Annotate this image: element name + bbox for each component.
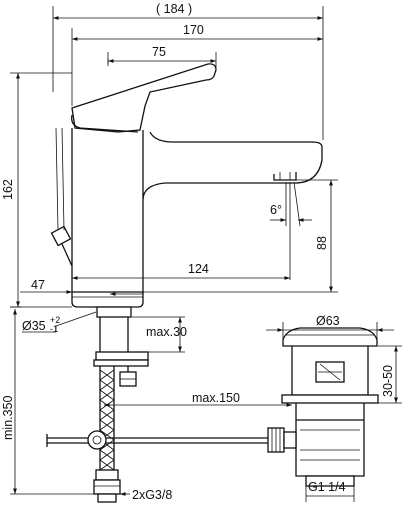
waste-valve — [267, 327, 379, 487]
waste-range-label: 30-50 — [381, 365, 395, 397]
connection-label: 2xG3/8 — [132, 488, 172, 502]
hole-diameter-sup: +2 — [50, 315, 60, 325]
waste-diameter-label: Ø63 — [316, 314, 340, 328]
hole-diameter-sub: -1 — [50, 324, 58, 334]
min-length-label: min.350 — [1, 395, 15, 440]
hole-diameter-label: Ø35 +2 -1 — [22, 315, 60, 334]
height-label: 162 — [1, 179, 15, 200]
faucet-body — [50, 58, 323, 308]
spout-reach-label: 124 — [188, 262, 209, 276]
lever-length-label: 75 — [152, 45, 166, 59]
overall-width-label: ( 184 ) — [156, 2, 192, 16]
dimension-lines — [10, 6, 402, 502]
waste-thread-label: G1 1/4 — [308, 480, 346, 494]
spout-height-label: 88 — [315, 236, 329, 250]
dimension-labels: ( 184 ) 170 75 162 6° 88 124 47 Ø35 +2 -… — [1, 2, 395, 502]
base-offset-label: 47 — [31, 278, 45, 292]
max-thickness-label: max.30 — [146, 325, 187, 339]
hole-diameter-base: Ø35 — [22, 319, 46, 333]
under-counter-parts — [46, 306, 268, 503]
max-rod-label: max.150 — [192, 391, 240, 405]
body-width-label: 170 — [183, 23, 204, 37]
spout-angle-label: 6° — [270, 203, 282, 217]
